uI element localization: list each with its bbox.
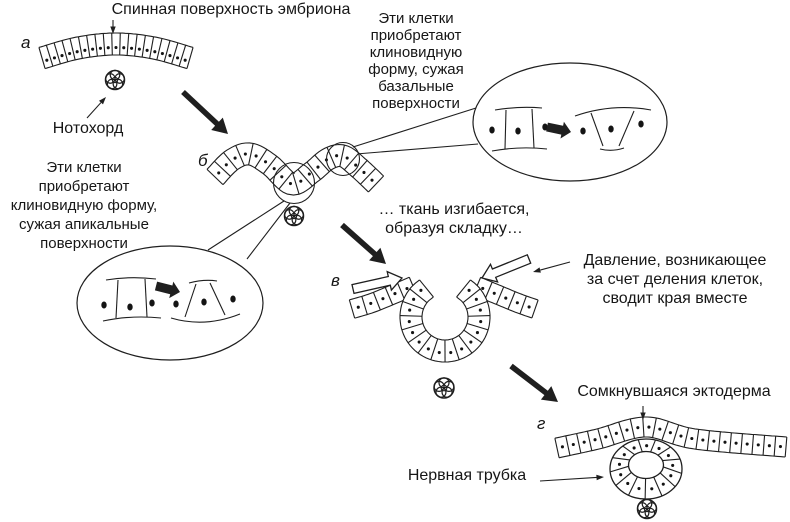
closed-ectoderm-label: Сомкнувшаяся эктодерма xyxy=(577,383,771,400)
notochord-v xyxy=(433,377,455,399)
stage-label-b: б xyxy=(198,151,208,170)
stage-a-epithelium xyxy=(38,32,194,70)
tissue-fold-note: … ткань изгибается, образуя складку… xyxy=(378,201,530,237)
pressure-hollow-arrows xyxy=(351,253,532,295)
apical-wedge-note: Эти клетки приобретают клиновидную форму… xyxy=(10,159,158,252)
neural-tube-ring xyxy=(609,438,683,500)
zoom-callouts xyxy=(207,107,479,260)
stage-transition-arrows xyxy=(181,90,558,402)
stage-label-v: в xyxy=(331,271,340,290)
stage-v-neural-fold xyxy=(348,276,539,363)
basal-wedge-note: Эти клетки приобретают клиновидную форму… xyxy=(368,10,464,112)
stage-g-closed-ectoderm xyxy=(554,416,788,459)
notochord-g xyxy=(636,498,658,520)
hinge-highlight-circles xyxy=(272,141,361,205)
title-dorsal-surface: Спинная поверхность эмбриона xyxy=(111,1,351,18)
pressure-note: Давление, возникающее за счет деления кл… xyxy=(583,252,767,307)
basal-zoom-ellipse xyxy=(472,62,668,182)
pointer-arrows xyxy=(86,20,646,482)
notochord-label: Нотохорд xyxy=(52,120,124,137)
stage-label-a: а xyxy=(21,33,31,52)
notochord-b xyxy=(283,205,305,227)
apical-zoom-ellipse xyxy=(76,245,264,361)
stage-label-g: г xyxy=(537,414,546,433)
notochord-a xyxy=(104,69,126,91)
neural-tube-label: Нервная трубка xyxy=(407,467,527,484)
